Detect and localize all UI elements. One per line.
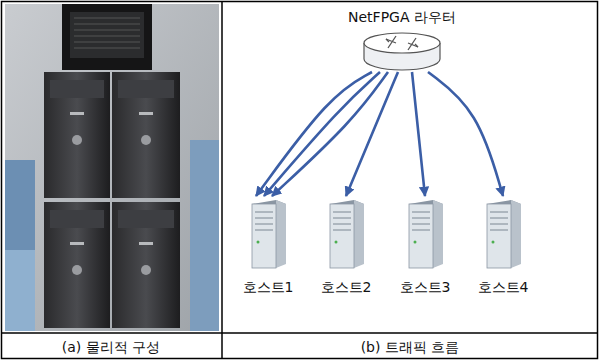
host-node: 호스트3 xyxy=(396,198,455,296)
host-node: 호스트1 xyxy=(239,198,298,296)
traffic-arrow xyxy=(346,72,398,196)
router-node: NetFPGA 라우터 xyxy=(344,8,460,74)
server-icon xyxy=(481,198,525,272)
node-label: 호스트3 xyxy=(400,278,451,296)
server-icon xyxy=(403,198,447,272)
traffic-arrow xyxy=(412,72,425,196)
server-icon xyxy=(324,198,368,272)
host-node: 호스트4 xyxy=(474,198,533,296)
node-label: 호스트2 xyxy=(321,278,372,296)
panel-caption: (b) 트래픽 흐름 xyxy=(359,338,462,356)
router-symbol xyxy=(360,30,444,74)
node-label: 호스트1 xyxy=(243,278,294,296)
host-node: 호스트2 xyxy=(317,198,376,296)
server-icon xyxy=(246,198,290,272)
panel-caption: (a) 물리적 구성 xyxy=(60,338,162,356)
node-label: NetFPGA 라우터 xyxy=(348,8,456,26)
traffic-arrow xyxy=(428,72,503,196)
node-label: 호스트4 xyxy=(478,278,529,296)
traffic-arrow xyxy=(264,72,380,196)
